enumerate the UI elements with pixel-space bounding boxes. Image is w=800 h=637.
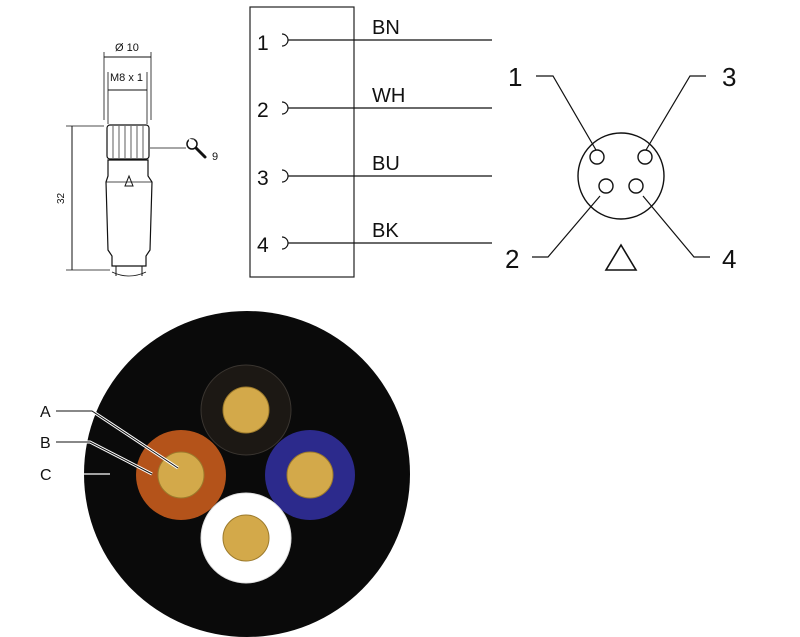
wire-row-1: 1 BN <box>257 17 492 55</box>
wire-row-3: 3 BU <box>257 153 492 190</box>
pin-number: 4 <box>257 234 269 257</box>
pin4-leader <box>642 195 710 258</box>
cable-cross-section: A B C <box>40 311 410 637</box>
pin2-label: 2 <box>505 244 519 274</box>
leader-a <box>56 410 179 469</box>
cable-stub-curve <box>111 271 147 277</box>
dim-diameter-label: Ø 10 <box>115 42 139 54</box>
label-a: A <box>40 404 51 421</box>
wire-row-4: 4 BK <box>257 220 492 257</box>
pin-socket-icon <box>281 169 289 183</box>
pin-socket-icon <box>281 33 289 47</box>
wire-code: BN <box>372 17 400 39</box>
pin-number: 3 <box>257 167 269 190</box>
knurl-lines <box>112 126 144 158</box>
wire-code: BU <box>372 153 400 175</box>
wiring-box <box>249 6 355 278</box>
pin-number: 1 <box>257 32 269 55</box>
pin-contact-4 <box>628 178 644 194</box>
pin3-label: 3 <box>722 62 736 92</box>
core-white-conductor <box>222 514 270 562</box>
pin-socket-icon <box>281 236 289 250</box>
pinout-diagram: 1 3 2 4 <box>505 62 736 274</box>
knurled-nut <box>106 124 150 160</box>
pin3-leader <box>645 75 706 151</box>
cable-jacket <box>84 311 410 637</box>
wire-row-2: 2 WH <box>257 85 492 122</box>
body-triangle-mark <box>124 174 134 187</box>
label-b: B <box>40 435 51 452</box>
pin-contact-1 <box>589 149 605 165</box>
pin-contact-3 <box>637 149 653 165</box>
pin4-label: 4 <box>722 244 736 274</box>
dim-length-label: 32 <box>56 192 67 204</box>
wire-code: WH <box>372 85 405 107</box>
pin2-leader <box>532 195 601 258</box>
label-c: C <box>40 467 52 484</box>
pin1-label: 1 <box>508 62 522 92</box>
pin1-leader <box>536 75 597 151</box>
core-black-conductor <box>222 386 270 434</box>
dim-wrench-label: 9 <box>212 151 218 163</box>
coding-triangle-icon <box>604 243 638 271</box>
wrench-icon <box>186 138 207 159</box>
wiring-diagram: 1 BN 2 WH 3 BU 4 BK <box>249 6 492 278</box>
dim-thread-label: M8 x 1 <box>110 72 143 84</box>
leader-b <box>56 441 153 475</box>
pin-number: 2 <box>257 99 269 122</box>
pin-socket-icon <box>281 101 289 115</box>
cable-stub <box>115 266 143 276</box>
pin-contact-2 <box>598 178 614 194</box>
wire-code: BK <box>372 220 399 242</box>
connector-drawing: Ø 10 M8 x 1 32 <box>56 42 218 277</box>
core-blue-conductor <box>286 451 334 499</box>
